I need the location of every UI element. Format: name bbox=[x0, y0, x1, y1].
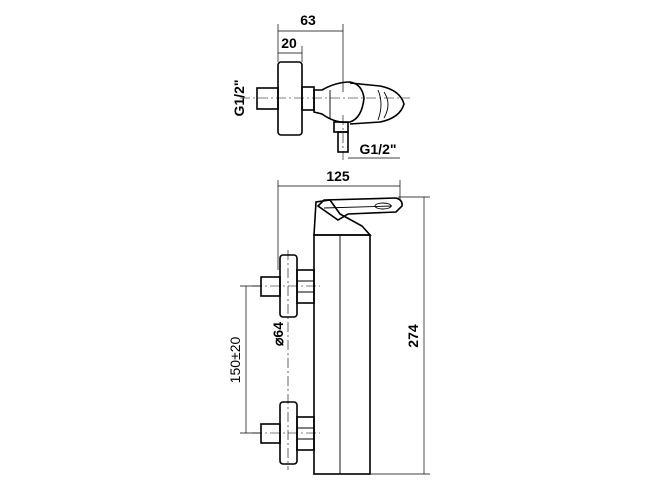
lower-nut bbox=[296, 416, 315, 451]
dim-plate-thickness: 20 bbox=[281, 35, 297, 51]
top-view: 63 20 G1/2" G1/2" bbox=[231, 12, 410, 160]
upper-inlet-pipe bbox=[260, 276, 281, 297]
thread-outlet-label: G1/2" bbox=[360, 141, 397, 157]
valve-head bbox=[313, 199, 372, 236]
lower-inlet-pipe bbox=[260, 423, 281, 444]
lever-top bbox=[349, 82, 405, 125]
valve-body-top bbox=[313, 81, 365, 124]
dim-projection: 125 bbox=[326, 168, 350, 184]
outlet-nut bbox=[333, 121, 349, 133]
inlet-nut bbox=[301, 86, 315, 111]
rosette-plate bbox=[277, 61, 303, 136]
dim-rosette-diameter: ⌀64 bbox=[270, 322, 286, 346]
valve-body-front bbox=[313, 234, 371, 475]
upper-nut bbox=[296, 269, 315, 304]
dim-centres: 150±20 bbox=[227, 336, 243, 383]
front-view: 125 274 150±20 ⌀64 bbox=[227, 168, 430, 475]
inlet-pipe bbox=[256, 87, 279, 110]
dim-height: 274 bbox=[405, 324, 421, 348]
thread-inlet-label: G1/2" bbox=[231, 80, 247, 117]
lever-front bbox=[316, 197, 403, 221]
dim-overall-width: 63 bbox=[300, 12, 316, 28]
